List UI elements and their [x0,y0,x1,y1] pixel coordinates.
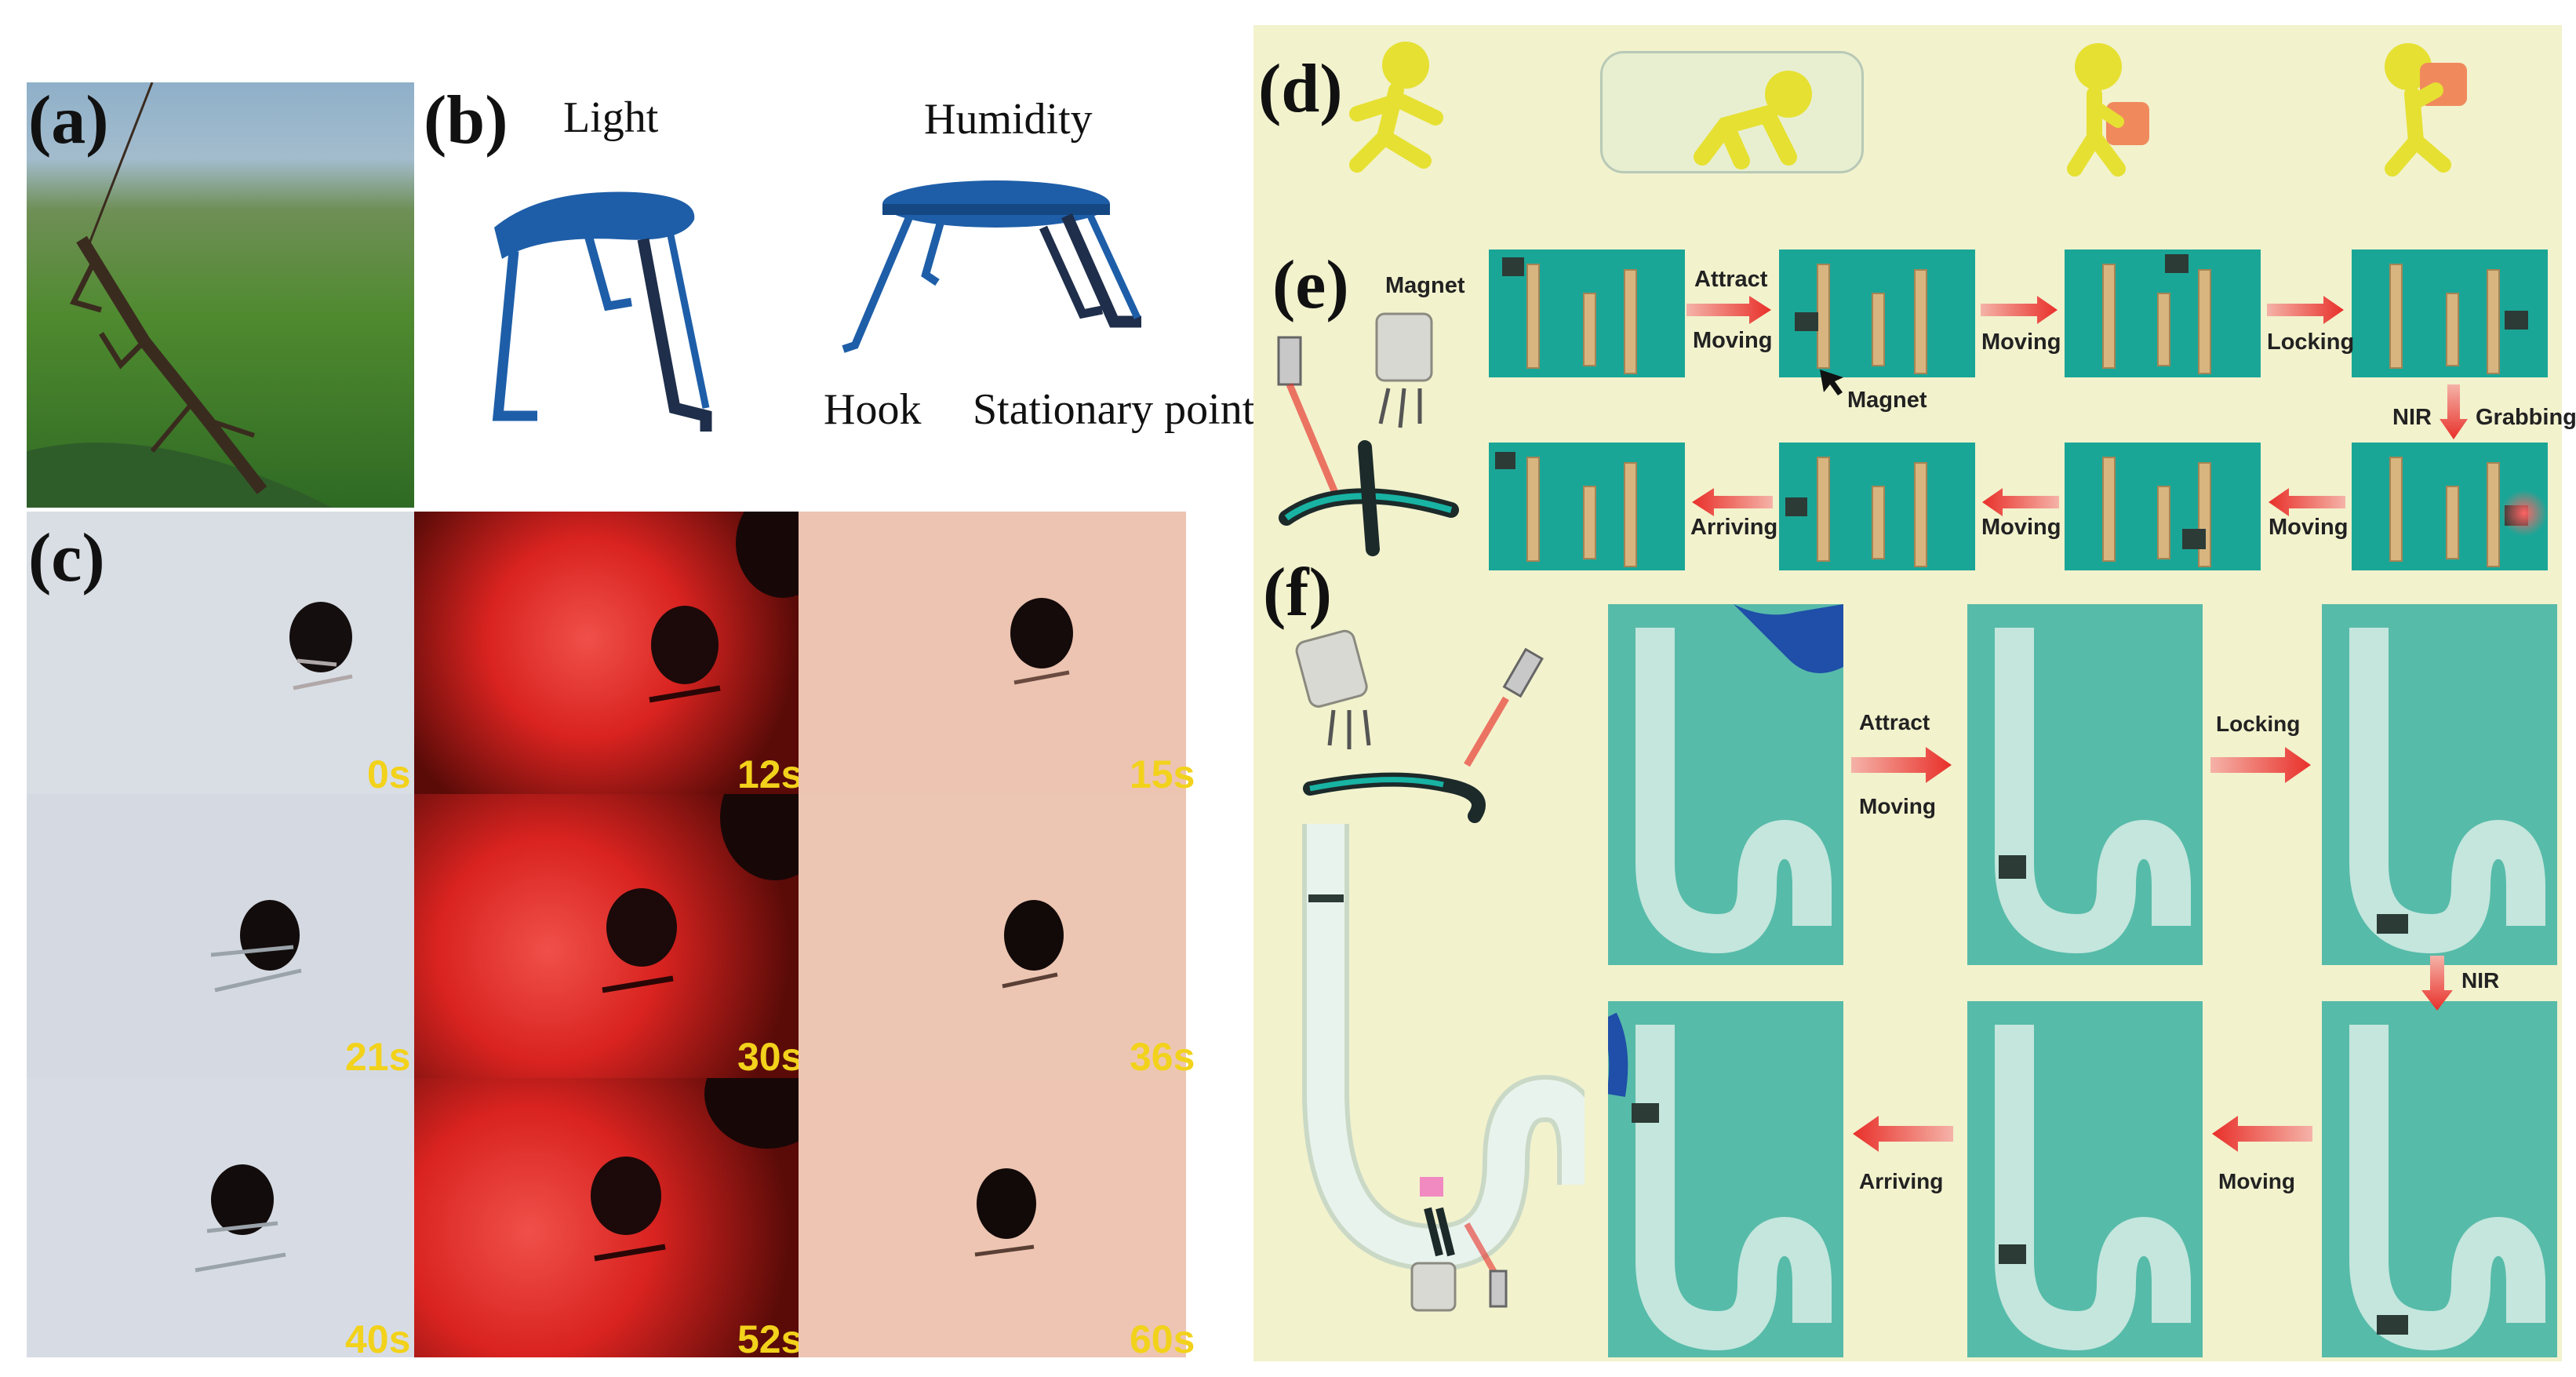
e-frame-6 [2065,443,2261,570]
photo-40s [27,1078,414,1357]
f-locking-label: Locking [2216,712,2301,736]
e-arrow-down [2440,384,2468,439]
e-attract-label: Attract [1694,267,1768,292]
f-arrow-down [2421,956,2453,1011]
e-frame-7 [1779,443,1975,570]
panel-label-f: (f) [1263,555,1332,631]
hook-label: Hook [824,385,922,434]
photo-15s [799,512,1186,794]
running-figure-icon [1349,42,1443,173]
e-arrow-3 [2267,296,2344,324]
f-arrow-4 [1853,1116,1953,1152]
e-frame-2 [1779,250,1975,377]
photo-21s [27,794,414,1078]
e-arrow-6 [1692,488,1773,516]
f-attract-label: Attract [1859,710,1930,734]
e-moving2-label: Moving [1981,330,2061,355]
f-frame-4 [2322,1001,2557,1357]
f-frame-5 [1967,1001,2203,1357]
crawling-figure-icon [1694,71,1812,169]
timestamp-0s: 0s [367,752,411,796]
photo-52s [414,1078,799,1357]
e-frame-5 [2352,443,2548,570]
f-moving2-label: Moving [2218,1169,2295,1193]
e-frame-4 [2352,250,2548,377]
panel-label-d: (d) [1258,51,1343,127]
e-magnet-pointer-label: Magnet [1847,388,1927,413]
f-magnet-nir-robot-illustration [1295,629,1544,823]
panel-label-e: (e) [1272,247,1349,323]
walking-with-box-figure-icon [2385,43,2467,177]
f-moving-label: Moving [1859,794,1936,818]
e-frame-8 [1489,443,1685,570]
timestamp-12s: 12s [737,752,803,796]
light-label: Light [563,93,659,142]
carrying-figure-icon [2067,43,2149,177]
e-pointer-arrow-icon [1820,370,1843,395]
e-frame-1 [1489,250,1685,377]
panel-label-a: (a) [28,82,109,158]
timestamp-52s: 52s [737,1317,803,1361]
photo-0s [27,512,414,794]
f-arrow-3 [2212,1116,2312,1152]
panel-label-b: (b) [424,82,508,158]
e-moving4-label: Moving [1981,515,2061,540]
e-locking-label: Locking [2267,330,2355,355]
f-s-tube-illustration [1302,824,1585,1312]
timestamp-36s: 36s [1130,1035,1195,1079]
f-arrow-1 [1851,747,1952,783]
f-frame-6 [1608,1001,1843,1357]
timestamp-21s: 21s [345,1035,411,1079]
e-grabbing-label: Grabbing [2476,405,2576,430]
e-moving3-label: Moving [2269,515,2349,540]
e-nir-label: NIR [2392,405,2432,430]
f-frame-2 [1967,604,2203,965]
humidity-robot-diagram [842,180,1141,353]
photo-30s [414,794,799,1078]
e-arrow-1 [1686,296,1771,324]
humidity-label: Humidity [924,95,1093,144]
timestamp-60s: 60s [1130,1317,1195,1361]
magnet-label: Magnet [1385,273,1465,298]
f-nir-label: NIR [2461,968,2500,993]
e-arrow-4 [2269,488,2345,516]
e-frame-3 [2065,250,2261,377]
light-robot-diagram [492,191,712,432]
f-frame-1 [1608,604,1843,965]
e-arrow-5 [1982,488,2059,516]
panel-a-mantis-photo [27,82,414,508]
timestamp-30s: 30s [737,1035,803,1079]
f-arrow-2 [2210,747,2311,783]
f-frame-3 [2322,604,2557,965]
magnet-nir-robot-illustration [1277,312,1459,556]
timestamp-40s: 40s [345,1317,411,1361]
f-arriving-label: Arriving [1859,1169,1944,1193]
photo-36s [799,794,1186,1078]
mantis-illustration [27,82,333,508]
e-arriving-label: Arriving [1690,515,1778,540]
timestamp-15s: 15s [1130,752,1195,796]
stationary-point-label: Stationary point [973,385,1255,434]
e-moving-label: Moving [1693,328,1773,353]
photo-60s [799,1078,1186,1357]
e-arrow-2 [1981,296,2058,324]
photo-12s [414,512,799,794]
panel-label-c: (c) [28,520,105,596]
